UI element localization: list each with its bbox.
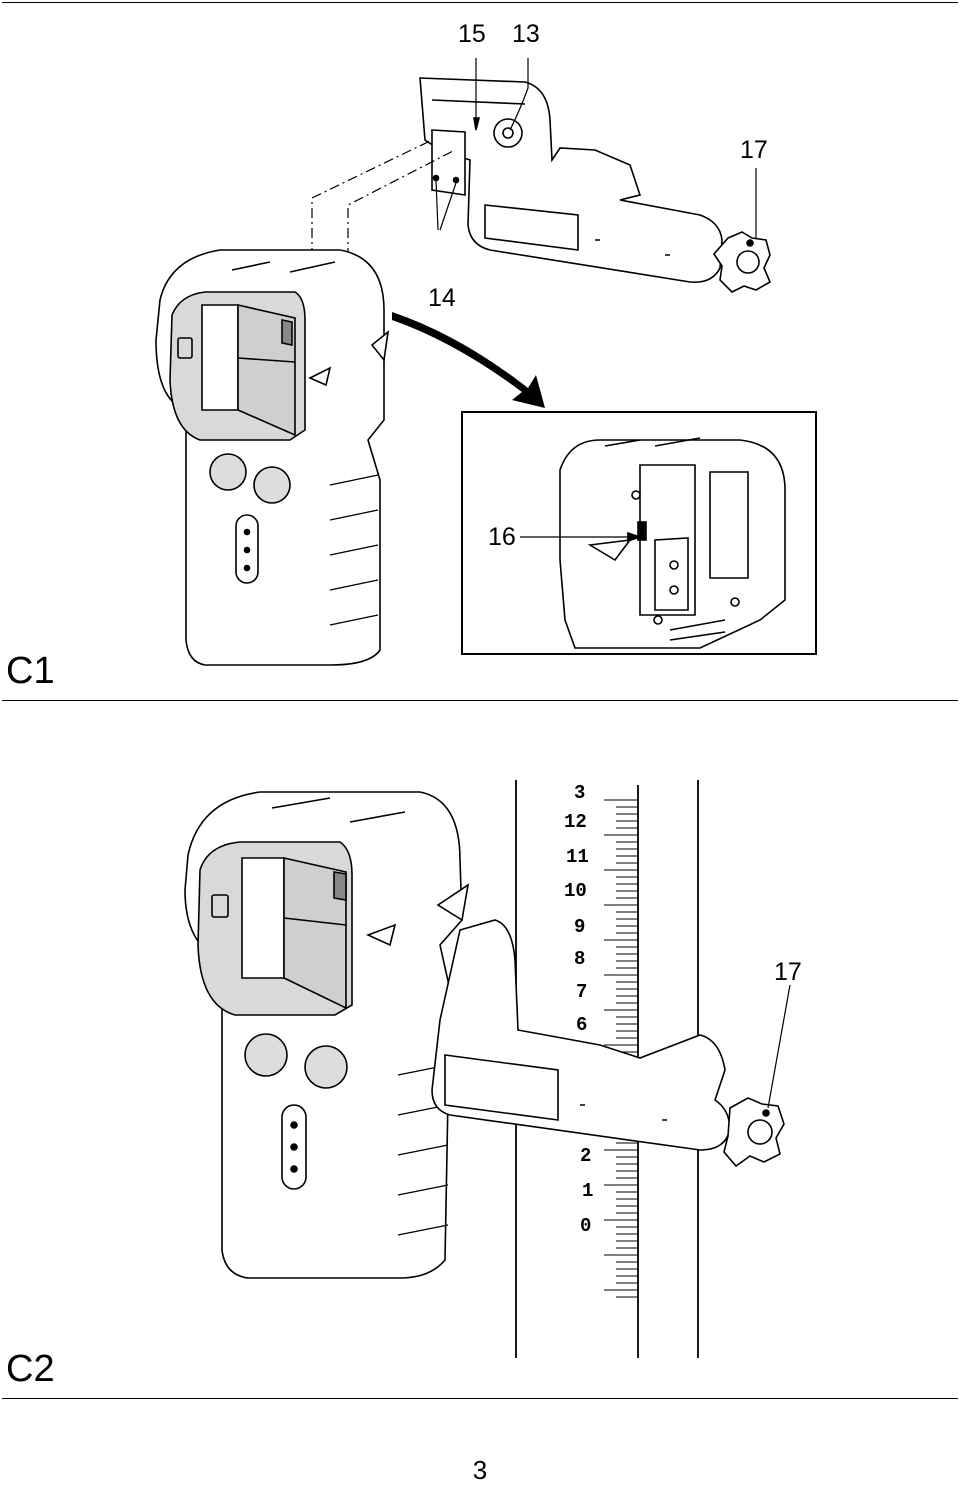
callout-15: 15 — [458, 20, 486, 48]
scale-number: 11 — [566, 846, 589, 868]
figure-c2-drawing — [184, 780, 791, 1358]
callout-14: 14 — [428, 284, 456, 312]
rod-scale-numbers: 3 12 11 10 9 8 7 6 2 1 0 — [560, 780, 600, 1340]
arrow-icon — [392, 312, 545, 408]
clamp-knob-icon — [712, 231, 772, 293]
callout-13: 13 — [512, 20, 540, 48]
clamp-bracket-c2 — [431, 919, 791, 1168]
figure-c1-drawing — [155, 58, 817, 666]
scale-number: 9 — [574, 916, 586, 938]
scale-number: 8 — [574, 948, 586, 970]
clamp-bracket — [419, 58, 757, 284]
section-divider-c2 — [2, 1398, 958, 1399]
section-divider-c1 — [2, 700, 958, 701]
scale-number: 10 — [564, 880, 587, 902]
callout-17-c1: 17 — [740, 136, 768, 164]
scale-number: 2 — [580, 1145, 592, 1167]
laser-receiver-c2 — [184, 791, 470, 1279]
inset-receiver-back — [520, 437, 786, 649]
section-label-c1: C1 — [6, 650, 55, 692]
scale-number: 6 — [576, 1014, 588, 1036]
section-label-c2: C2 — [6, 1348, 55, 1390]
scale-number: 0 — [580, 1215, 592, 1237]
scale-number: 12 — [564, 811, 587, 833]
scale-number: 3 — [574, 782, 586, 804]
scale-number: 1 — [582, 1180, 594, 1202]
callout-17-c2: 17 — [774, 958, 802, 986]
page-number: 3 — [472, 1455, 488, 1485]
laser-receiver-c1 — [155, 249, 390, 666]
scale-number: 7 — [576, 981, 588, 1003]
callout-16: 16 — [488, 523, 516, 551]
top-frame-line — [2, 2, 958, 3]
